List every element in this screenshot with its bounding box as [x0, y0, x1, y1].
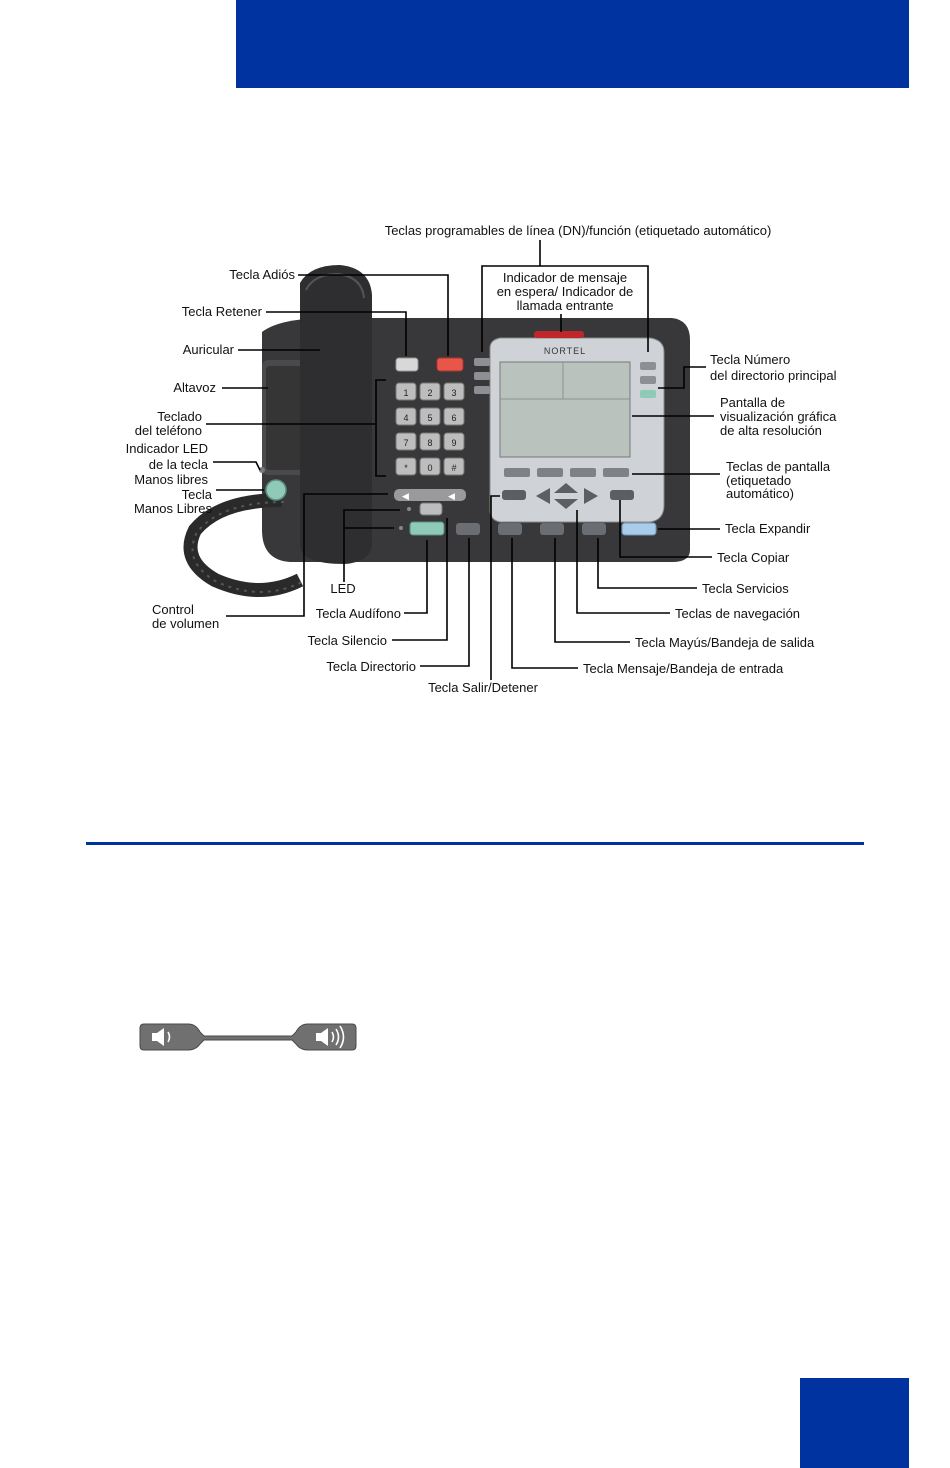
handset [300, 265, 372, 564]
label-teclas-programables: Teclas programables de línea (DN)/funció… [385, 223, 772, 238]
label-tecla-mensaje: Tecla Mensaje/Bandeja de entrada [583, 661, 784, 676]
inbox-key [498, 523, 522, 535]
keypad-key: 3 [451, 388, 456, 398]
label-pantalla: de alta resolución [720, 423, 822, 438]
label-auricular: Auricular [183, 342, 235, 357]
callout-labels: Teclas programables de línea (DN)/funció… [126, 223, 837, 695]
label-manos-libres: Tecla [182, 487, 213, 502]
label-control-volumen: Control [152, 602, 194, 617]
volume-down-icon [152, 1028, 171, 1046]
line-key-right-1 [640, 362, 656, 370]
navigation-cluster [536, 483, 598, 509]
label-tecla-expandir: Tecla Expandir [725, 521, 811, 536]
label-teclado: Teclado [157, 409, 202, 424]
label-altavoz: Altavoz [173, 380, 216, 395]
label-control-volumen: de volumen [152, 616, 219, 631]
volume-control-strip [139, 1023, 357, 1051]
label-teclas-pantalla: automático) [726, 486, 794, 501]
keypad-key: * [404, 463, 408, 473]
mute-key [419, 502, 443, 516]
label-tecla-adios: Tecla Adiós [229, 267, 295, 282]
label-tecla-audifono: Tecla Audífono [316, 606, 401, 621]
label-pantalla: Pantalla de [720, 395, 785, 410]
label-teclas-pantalla: Teclas de pantalla [726, 459, 831, 474]
volume-down-icon: ◀ [402, 491, 409, 501]
handsfree-key [265, 479, 287, 501]
keypad-key: # [451, 463, 456, 473]
label-led: LED [330, 581, 355, 596]
soft-key-2 [537, 468, 563, 477]
line-key-left-2 [474, 372, 490, 380]
soft-key-3 [570, 468, 596, 477]
phone-illustration: 1 2 3 4 5 6 7 8 9 * 0 # ◀ ◀ NORTEL [183, 265, 690, 597]
page-number-tab [800, 1378, 909, 1468]
keypad-key: 9 [451, 438, 456, 448]
keypad-key: 2 [427, 388, 432, 398]
lcd-screen [499, 361, 631, 458]
quit-key [502, 490, 526, 500]
keypad-key: 5 [427, 413, 432, 423]
handsfree-led [259, 467, 265, 473]
label-tecla-servicios: Tecla Servicios [702, 581, 789, 596]
dial-keypad: 1 2 3 4 5 6 7 8 9 * 0 # [395, 382, 465, 476]
keypad-key: 7 [403, 438, 408, 448]
expand-key [621, 522, 657, 536]
label-tecla-numero: del directorio principal [710, 368, 837, 383]
line-key-left-1 [474, 358, 490, 366]
leader-lines [206, 240, 720, 680]
soft-key-4 [603, 468, 629, 477]
label-tecla-numero: Tecla Número [710, 352, 790, 367]
headset-key [409, 521, 445, 536]
label-teclas-navegacion: Teclas de navegación [675, 606, 800, 621]
goodbye-key [436, 357, 464, 372]
line-key-left-3 [474, 386, 490, 394]
volume-rocker [394, 489, 466, 501]
label-teclado: del teléfono [135, 423, 202, 438]
keypad-key: 6 [451, 413, 456, 423]
keypad-key: 8 [427, 438, 432, 448]
hold-key [395, 357, 419, 372]
label-manos-libres: Manos Libres [134, 501, 213, 516]
copy-key [610, 490, 634, 500]
line-key-right-2 [640, 376, 656, 384]
label-indicador-mensaje: en espera/ Indicador de [497, 284, 634, 299]
label-tecla-retener: Tecla Retener [182, 304, 263, 319]
volume-up-icon [316, 1025, 345, 1049]
soft-key-1 [504, 468, 530, 477]
label-indicador-mensaje: Indicador de mensaje [503, 270, 627, 285]
label-teclas-pantalla: (etiquetado [726, 473, 791, 488]
section-divider [86, 842, 864, 845]
message-waiting-indicator [534, 331, 584, 338]
label-indicador-led: Manos libres [134, 472, 208, 487]
label-tecla-directorio: Tecla Directorio [326, 659, 416, 674]
label-indicador-led: Indicador LED [126, 441, 208, 456]
label-indicador-led: de la tecla [149, 457, 209, 472]
label-tecla-silencio: Tecla Silencio [308, 633, 388, 648]
directory-key [456, 523, 480, 535]
keypad-key: 0 [427, 463, 432, 473]
services-key [582, 523, 606, 535]
brand-logo: NORTEL [544, 346, 586, 356]
label-tecla-mayus: Tecla Mayús/Bandeja de salida [635, 635, 815, 650]
label-tecla-salir: Tecla Salir/Detener [428, 680, 538, 695]
outbox-key [540, 523, 564, 535]
keypad-key: 1 [403, 388, 408, 398]
volume-up-icon: ◀ [448, 491, 455, 501]
label-tecla-copiar: Tecla Copiar [717, 550, 790, 565]
line-key-right-3 [640, 390, 656, 398]
handset-cord [183, 493, 304, 597]
label-indicador-mensaje: llamada entrante [517, 298, 614, 313]
keypad-key: 4 [403, 413, 408, 423]
label-pantalla: visualización gráfica [720, 409, 837, 424]
page-header-bar [236, 0, 909, 88]
